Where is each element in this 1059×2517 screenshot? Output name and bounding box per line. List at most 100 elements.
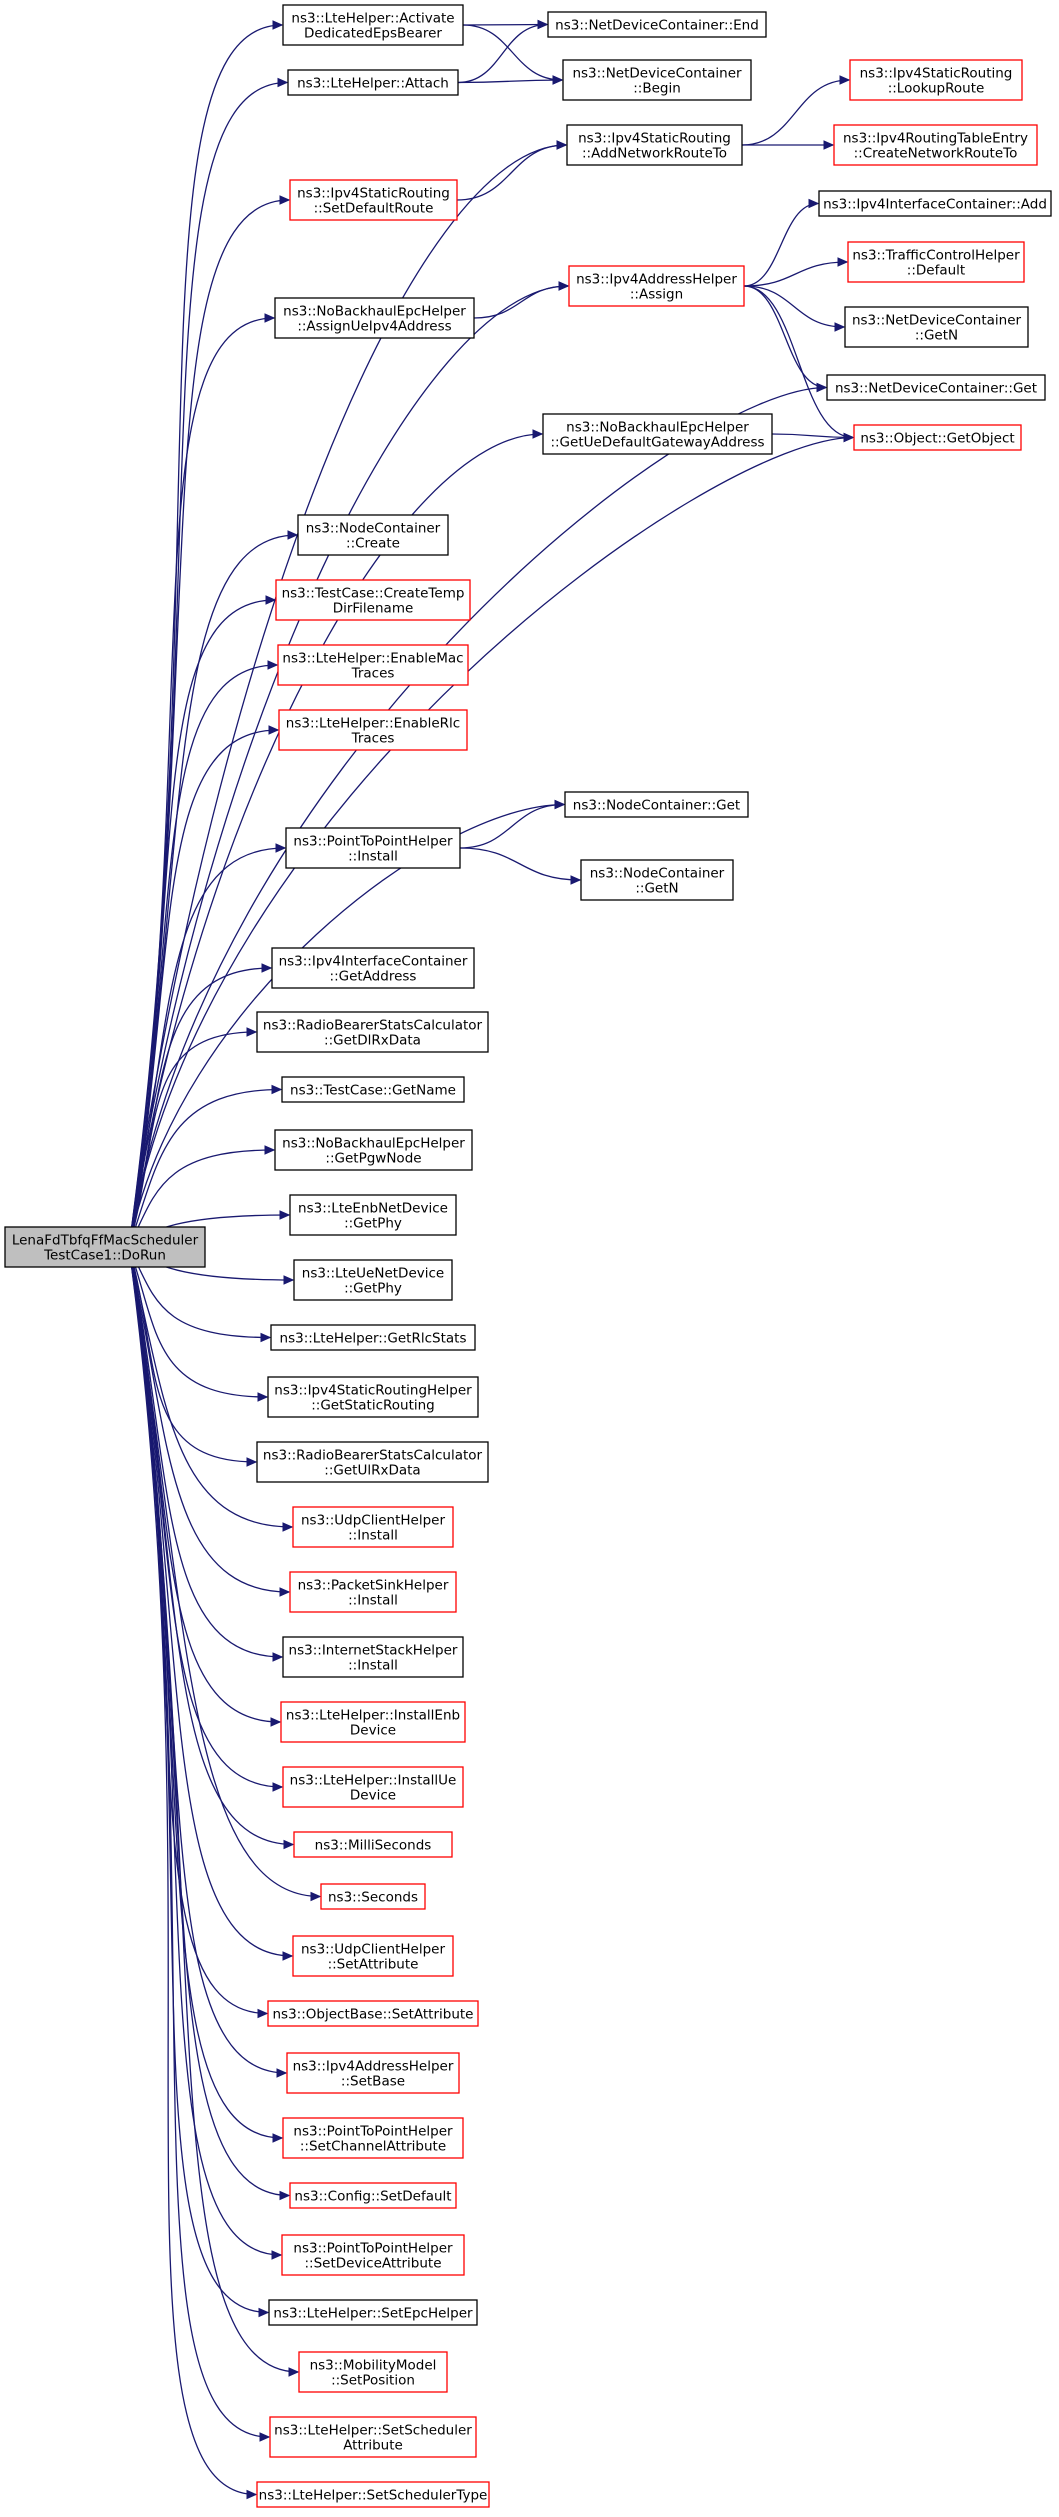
node-box bbox=[282, 1766, 464, 1808]
node-pointtopointhelper-setdeviceattribute[interactable]: ns3::PointToPointHelper::SetDeviceAttrib… bbox=[281, 2234, 465, 2276]
node-ipv4staticroutinghelper-getstaticrouting[interactable]: ns3::Ipv4StaticRoutingHelper::GetStaticR… bbox=[267, 1376, 479, 1418]
node-milliseconds[interactable]: ns3::MilliSeconds bbox=[293, 1831, 453, 1858]
node-label: ::Install bbox=[348, 849, 398, 865]
node-udpclienthelper-install[interactable]: ns3::UdpClientHelper::Install bbox=[292, 1506, 454, 1548]
node-label: ::GetPhy bbox=[344, 1281, 402, 1297]
node-ipv4addresshelper-setbase[interactable]: ns3::Ipv4AddressHelper::SetBase bbox=[286, 2052, 460, 2094]
edge-n4-n3 bbox=[457, 75, 564, 85]
node-pointtopointhelper-install[interactable]: ns3::PointToPointHelper::Install bbox=[285, 827, 461, 869]
edge-root-n40 bbox=[128, 1246, 294, 1961]
edge-arrowhead bbox=[288, 2367, 300, 2377]
edge-root-n19 bbox=[128, 660, 279, 1248]
node-ltehelper-getrlcstats[interactable]: ns3::LteHelper::GetRlcStats bbox=[270, 1324, 476, 1351]
node-ltehelper-activatededicatedepsbearer[interactable]: ns3::LteHelper::ActivateDedicatedEpsBear… bbox=[282, 4, 464, 46]
node-label: ::GetN bbox=[915, 328, 958, 344]
node-ipv4addresshelper-assign[interactable]: ns3::Ipv4AddressHelper::Assign bbox=[568, 265, 745, 307]
node-objectbase-setattribute[interactable]: ns3::ObjectBase::SetAttribute bbox=[267, 2000, 479, 2027]
node-box bbox=[289, 1194, 457, 1236]
node-box bbox=[293, 1831, 453, 1858]
node-label: ns3::LteHelper::EnableMac bbox=[282, 651, 463, 667]
node-nobackhaulepchelper-assignueipv4address[interactable]: ns3::NoBackhaulEpcHelper::AssignUeIpv4Ad… bbox=[274, 297, 475, 339]
node-pointtopointhelper-setchannelattribute[interactable]: ns3::PointToPointHelper::SetChannelAttri… bbox=[282, 2117, 464, 2159]
edge-line bbox=[128, 1246, 270, 2438]
node-internetstackhelper-install[interactable]: ns3::InternetStackHelper::Install bbox=[282, 1636, 464, 1678]
edge-line bbox=[128, 1088, 282, 1248]
node-box bbox=[274, 297, 475, 339]
node-netdevicecontainer-getn[interactable]: ns3::NetDeviceContainer::GetN bbox=[844, 306, 1029, 348]
edge-root-n34 bbox=[128, 1246, 291, 1597]
node-ipv4interfacecontainer-add[interactable]: ns3::Ipv4InterfaceContainer::Add bbox=[818, 190, 1052, 217]
node-ltehelper-setschedulertype[interactable]: ns3::LteHelper::SetSchedulerType bbox=[256, 2481, 490, 2508]
node-nobackhaulepchelper-getpgwnode[interactable]: ns3::NoBackhaulEpcHelper::GetPgwNode bbox=[274, 1129, 473, 1171]
node-nodecontainer-getn[interactable]: ns3::NodeContainer::GetN bbox=[580, 859, 734, 901]
node-nodecontainer-create[interactable]: ns3::NodeContainer::Create bbox=[297, 514, 449, 556]
node-label: ::Begin bbox=[633, 81, 681, 97]
edge-arrowhead bbox=[310, 1891, 322, 1902]
edge-arrowhead bbox=[839, 75, 851, 85]
node-label: ::GetPgwNode bbox=[325, 1151, 421, 1167]
node-lteuenetdevice-getphy[interactable]: ns3::LteUeNetDevice::GetPhy bbox=[293, 1259, 453, 1301]
edge-line bbox=[128, 599, 276, 1248]
node-radiobearerstatscalculator-getdlrxdata[interactable]: ns3::RadioBearerStatsCalculator::GetDlRx… bbox=[256, 1011, 489, 1053]
node-box bbox=[274, 1129, 473, 1171]
edge-arrowhead bbox=[556, 140, 568, 150]
node-trafficcontrolhelper-default[interactable]: ns3::TrafficControlHelper::Default bbox=[847, 241, 1025, 283]
edge-n16-n14 bbox=[771, 432, 855, 443]
edge-line bbox=[128, 1246, 283, 1788]
node-ipv4interfacecontainer-getaddress[interactable]: ns3::Ipv4InterfaceContainer::GetAddress bbox=[271, 947, 475, 989]
node-label: ns3::MobilityModel bbox=[310, 2358, 437, 2374]
node-label: ::Create bbox=[346, 536, 400, 552]
edge-arrowhead bbox=[258, 2307, 270, 2318]
node-object-getobject[interactable]: ns3::Object::GetObject bbox=[853, 424, 1022, 451]
edge-line bbox=[128, 1246, 283, 2139]
node-radiobearerstatscalculator-getulrxdata[interactable]: ns3::RadioBearerStatsCalculator::GetUlRx… bbox=[256, 1441, 489, 1483]
edge-arrowhead bbox=[272, 1652, 284, 1662]
edge-line bbox=[473, 285, 569, 319]
node-box bbox=[292, 1506, 454, 1548]
node-box bbox=[566, 124, 743, 166]
node-seconds[interactable]: ns3::Seconds bbox=[320, 1883, 426, 1910]
node-lteenbnetdevice-getphy[interactable]: ns3::LteEnbNetDevice::GetPhy bbox=[289, 1194, 457, 1236]
edge-arrowhead bbox=[264, 1145, 276, 1155]
node-nodecontainer-get[interactable]: ns3::NodeContainer::Get bbox=[564, 791, 749, 818]
node-label: ns3::LteUeNetDevice bbox=[302, 1266, 444, 1282]
node-label: ns3::TestCase::CreateTemp bbox=[282, 586, 465, 602]
node-testcase-getname[interactable]: ns3::TestCase::GetName bbox=[281, 1076, 465, 1103]
node-label: ::SetBase bbox=[341, 2074, 405, 2090]
node-udpclienthelper-setattribute[interactable]: ns3::UdpClientHelper::SetAttribute bbox=[292, 1935, 454, 1977]
node-ipv4staticrouting-lookuproute[interactable]: ns3::Ipv4StaticRouting::LookupRoute bbox=[849, 59, 1023, 101]
node-netdevicecontainer-end[interactable]: ns3::NetDeviceContainer::End bbox=[547, 11, 767, 38]
edge-arrowhead bbox=[558, 281, 570, 291]
edge-n8-n5 bbox=[456, 140, 568, 201]
node-label: ns3::UdpClientHelper bbox=[301, 1942, 445, 1958]
node-ipv4staticrouting-setdefaultroute[interactable]: ns3::Ipv4StaticRouting::SetDefaultRoute bbox=[289, 179, 458, 221]
node-mobilitymodel-setposition[interactable]: ns3::MobilityModel::SetPosition bbox=[298, 2351, 448, 2393]
node-config-setdefault[interactable]: ns3::Config::SetDefault bbox=[289, 2182, 457, 2209]
edge-root-n31 bbox=[128, 1246, 269, 1402]
node-box bbox=[282, 4, 464, 46]
edge-root-n33 bbox=[128, 1246, 294, 1532]
node-ipv4routingtableentry-createnetworkrouteto[interactable]: ns3::Ipv4RoutingTableEntry::CreateNetwor… bbox=[833, 124, 1038, 166]
edge-arrowhead bbox=[279, 2190, 291, 2201]
edge-arrowhead bbox=[261, 963, 273, 973]
node-packetsinkhelper-install[interactable]: ns3::PacketSinkHelper::Install bbox=[289, 1571, 457, 1613]
node-netdevicecontainer-get[interactable]: ns3::NetDeviceContainer::Get bbox=[826, 374, 1046, 401]
node-ltehelper-attach[interactable]: ns3::LteHelper::Attach bbox=[287, 69, 459, 96]
node-nobackhaulepchelper-getuedefaultgatewayaddress[interactable]: ns3::NoBackhaulEpcHelper::GetUeDefaultGa… bbox=[542, 413, 773, 455]
node-ipv4staticrouting-addnetworkrouteto[interactable]: ns3::Ipv4StaticRouting::AddNetworkRouteT… bbox=[566, 124, 743, 166]
edge-line bbox=[128, 1246, 268, 2015]
node-label: ::Assign bbox=[630, 287, 683, 303]
node-netdevicecontainer-begin[interactable]: ns3::NetDeviceContainer::Begin bbox=[562, 59, 752, 101]
node-ltehelper-setepchelper[interactable]: ns3::LteHelper::SetEpcHelper bbox=[268, 2299, 478, 2326]
edge-arrowhead bbox=[265, 595, 277, 605]
edge-arrowhead bbox=[570, 875, 582, 885]
edge-arrowhead bbox=[277, 77, 289, 88]
node-label: ::SetDeviceAttribute bbox=[304, 2256, 441, 2272]
